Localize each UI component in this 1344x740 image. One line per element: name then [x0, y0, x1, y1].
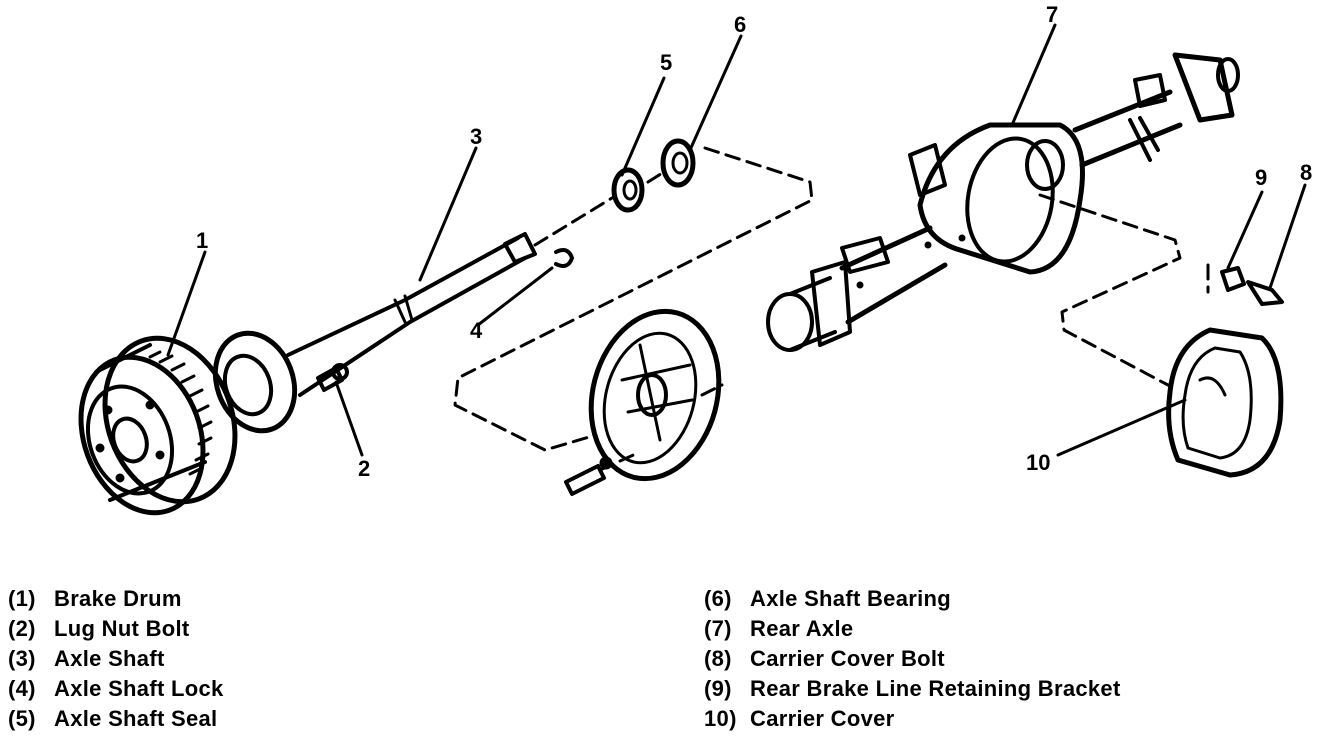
legend-item: (4) Axle Shaft Lock [8, 674, 224, 704]
legend-item: (5) Axle Shaft Seal [8, 704, 224, 734]
callout-10: 10 [1026, 450, 1050, 475]
assembly-paths [453, 146, 1210, 472]
axle-shaft-seal [611, 167, 645, 213]
legend-number: (3) [8, 646, 36, 671]
rear-axle-housing [766, 52, 1240, 352]
legend-label: Axle Shaft [54, 646, 165, 671]
legend-item: (3) Axle Shaft [8, 644, 224, 674]
callout-3: 3 [470, 124, 482, 149]
callout-4: 4 [470, 318, 483, 343]
callout-8: 8 [1300, 160, 1312, 185]
legend-number: (8) [704, 646, 732, 671]
legend-number: (6) [704, 586, 732, 611]
legend-item: (6) Axle Shaft Bearing [704, 584, 1121, 614]
legend-right: (6) Axle Shaft Bearing (7) Rear Axle (8) Ca… [704, 584, 1121, 734]
legend-number: (5) [8, 706, 36, 731]
callout-5: 5 [660, 50, 672, 75]
legend-number: (9) [704, 676, 732, 701]
exploded-axle-diagram: 1 2 3 4 5 6 7 9 8 10 [78, 2, 1312, 516]
legend-label: Lug Nut Bolt [54, 616, 190, 641]
leader-lines [166, 23, 1307, 457]
legend-label: Brake Drum [54, 586, 182, 611]
axle-shaft [212, 232, 537, 434]
backing-plate-bolt [564, 456, 613, 496]
axle-shaft-lock [554, 248, 574, 268]
lug-nut-bolt [316, 363, 349, 392]
backing-plate [588, 308, 722, 482]
legend-item: (1) Brake Drum [8, 584, 224, 614]
brake-drum [78, 335, 238, 516]
legend-label: Axle Shaft Bearing [750, 586, 952, 611]
legend-label: Axle Shaft Seal [54, 706, 218, 731]
carrier-cover-bolt [1246, 280, 1284, 306]
legend-label: Rear Brake Line Retaining Bracket [750, 676, 1121, 701]
callout-6: 6 [734, 12, 746, 37]
legend-item: 10) Carrier Cover [704, 704, 1121, 734]
callout-9: 9 [1255, 165, 1267, 190]
callout-7: 7 [1046, 2, 1058, 27]
legend-left: (1) Brake Drum (2) Lug Nut Bolt (3) Axle Sh… [8, 584, 224, 734]
legend-label: Carrier Cover Bolt [750, 646, 945, 671]
legend-item: (2) Lug Nut Bolt [8, 614, 224, 644]
legend-label: Axle Shaft Lock [54, 676, 224, 701]
carrier-cover [1166, 327, 1284, 478]
legend-number: (1) [8, 586, 36, 611]
legend-number: 10) [704, 706, 737, 731]
legend-number: (7) [704, 616, 732, 641]
legend-label: Rear Axle [750, 616, 854, 641]
legend-item: (7) Rear Axle [704, 614, 1121, 644]
legend-item: (9) Rear Brake Line Retaining Bracket [704, 674, 1121, 704]
legend-number: (4) [8, 676, 36, 701]
legend-number: (2) [8, 616, 36, 641]
callout-1: 1 [196, 228, 208, 253]
legend-label: Carrier Cover [750, 706, 895, 731]
axle-shaft-bearing [660, 138, 696, 188]
brake-line-bracket [1220, 266, 1246, 292]
legend-item: (8) Carrier Cover Bolt [704, 644, 1121, 674]
callout-2: 2 [358, 456, 370, 481]
